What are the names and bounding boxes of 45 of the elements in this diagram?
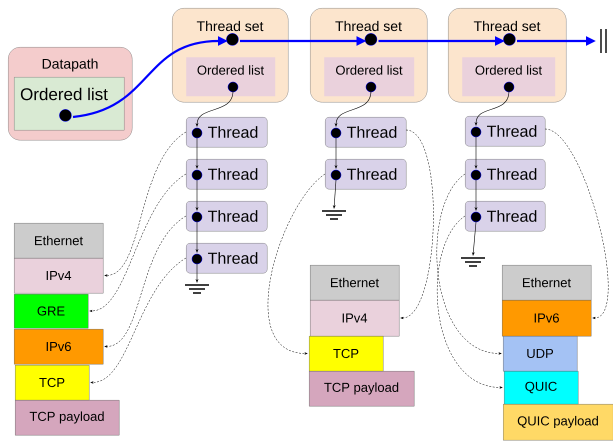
pointer-dot	[503, 33, 516, 46]
header-box: IPv4	[310, 300, 400, 336]
dashed-arrow	[89, 174, 186, 312]
header-box: Ethernet	[502, 265, 592, 300]
dashed-arrow	[436, 174, 502, 355]
header-box: IPv6	[14, 329, 104, 364]
list-box: Ordered list	[462, 57, 556, 96]
thread-box: Thread	[465, 116, 546, 146]
dashed-arrow	[400, 130, 434, 320]
list-box: Ordered list	[186, 57, 276, 96]
dashed-arrow	[104, 132, 186, 277]
header-box: Ethernet	[14, 223, 104, 258]
header-box: TCP payload	[15, 400, 120, 436]
header-box: QUIC payload	[503, 404, 613, 440]
thread-box: Thread	[186, 159, 268, 190]
header-box: IPv6	[502, 300, 592, 336]
thread-box: Thread	[325, 117, 406, 148]
pointer-dot	[226, 33, 239, 46]
header-box: IPv4	[14, 258, 104, 294]
thread-box: Thread	[186, 117, 268, 148]
dashed-arrow	[436, 216, 503, 389]
thread-box: Thread	[465, 201, 546, 232]
ground-symbol	[460, 257, 486, 267]
header-box: GRE	[14, 294, 88, 328]
dashed-arrow	[268, 174, 326, 355]
header-box: QUIC	[504, 371, 578, 404]
thread-box: Thread	[186, 201, 268, 232]
dashed-arrow	[544, 128, 608, 320]
thread-box: Thread	[465, 159, 546, 190]
pointer-dot	[364, 33, 378, 46]
thread-box: Thread	[186, 243, 268, 274]
dashed-arrow	[104, 216, 186, 348]
header-box: Ethernet	[310, 265, 400, 300]
dashed-arrow	[90, 258, 186, 384]
header-box: UDP	[503, 336, 578, 372]
pointer-dot	[59, 109, 72, 122]
header-box: TCP payload	[309, 371, 414, 406]
ground-symbol	[184, 284, 210, 294]
ground-symbol	[321, 210, 347, 220]
thread-box: Thread	[325, 159, 406, 190]
list-box: Ordered list	[14, 77, 124, 130]
list-box: Ordered list	[324, 57, 414, 96]
header-box: TCP	[309, 336, 384, 372]
end-bar	[600, 28, 607, 54]
header-box: TCP	[15, 365, 90, 400]
